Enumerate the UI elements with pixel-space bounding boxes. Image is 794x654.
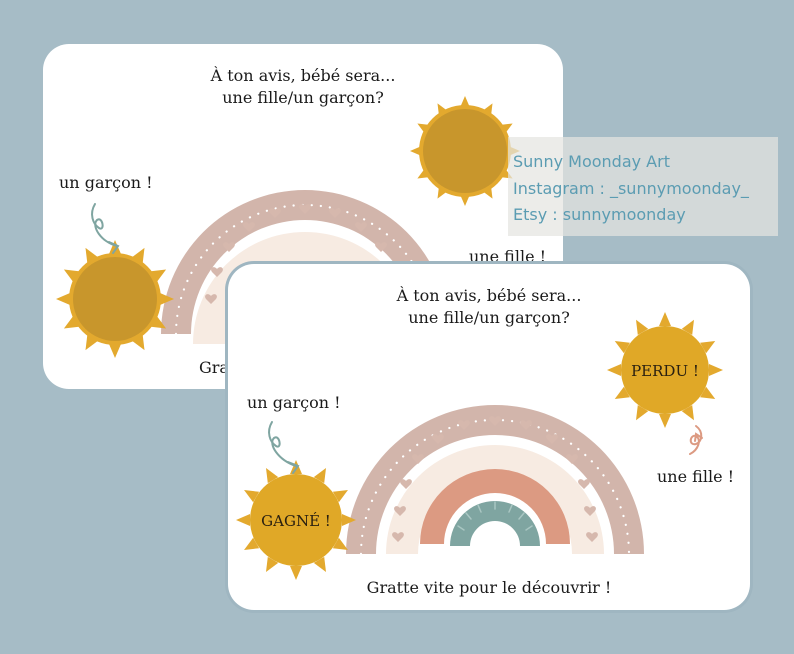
front-footer: Gratte vite pour le découvrir !	[366, 578, 612, 597]
front-question-line2: une fille/un garçon?	[408, 308, 570, 327]
watermark-box: Sunny Moonday Art Instagram : _sunnymoon…	[508, 137, 778, 236]
front-girl-label: une fille !	[657, 467, 735, 486]
front-heart-pattern	[392, 416, 598, 542]
watermark-line3: Etsy : sunnymoonday	[513, 205, 686, 224]
back-boy-label: un garçon !	[59, 173, 153, 192]
watermark-line2: Instagram : _sunnymoonday_	[513, 179, 749, 198]
front-swirl-arrow-right	[689, 425, 703, 455]
front-rainbow	[346, 405, 644, 556]
back-question-line2: une fille/un garçon?	[222, 88, 384, 107]
back-footer: Gra	[199, 358, 229, 377]
back-sun-left	[56, 240, 174, 358]
back-sun-right	[410, 96, 520, 206]
front-sun-right	[607, 312, 723, 428]
watermark-line1: Sunny Moonday Art	[513, 152, 670, 171]
front-sun-left	[236, 460, 356, 580]
front-card-artwork	[236, 312, 723, 580]
scratch-card-front: À ton avis, bébé sera... une fille/un ga…	[228, 264, 750, 610]
front-question-line1: À ton avis, bébé sera...	[396, 286, 582, 305]
front-swirl-arrow-left	[268, 421, 300, 474]
front-boy-label: un garçon !	[247, 393, 341, 412]
back-question-line1: À ton avis, bébé sera...	[210, 66, 396, 85]
back-girl-label: une fille !	[469, 247, 547, 266]
front-sun-left-text: GAGNÉ !	[261, 512, 331, 530]
front-sun-right-text: PERDU !	[631, 362, 699, 380]
back-swirl-arrow-left	[91, 203, 120, 254]
